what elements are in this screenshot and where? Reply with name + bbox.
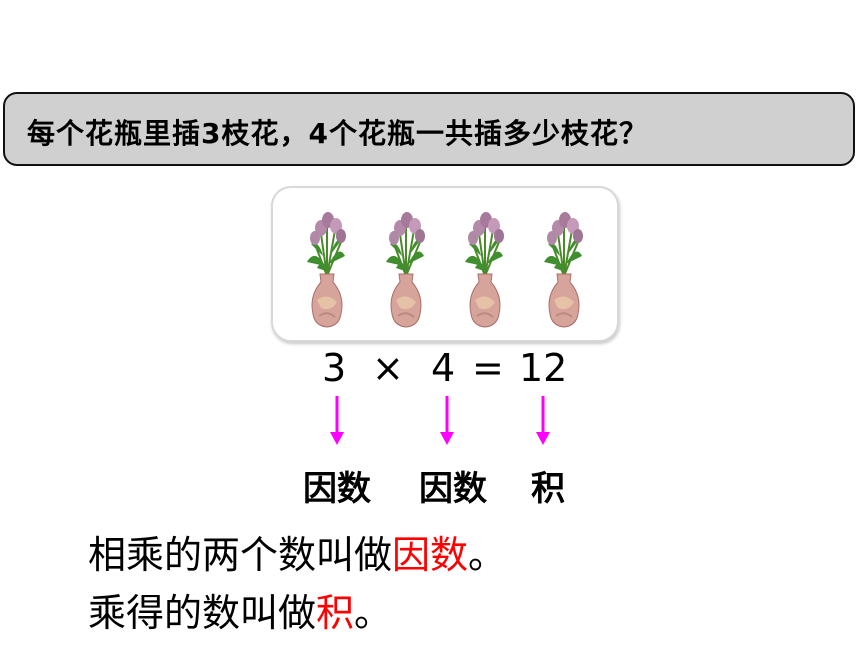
definition-period: 。 [354, 591, 393, 635]
vase-illustration-panel [271, 186, 619, 342]
times-sign: × [372, 346, 404, 390]
down-arrow-icon [440, 396, 454, 445]
factor-definition: 相乘的两个数叫做因数。 [88, 524, 506, 579]
question-text: 每个花瓶里插3枝花，4个花瓶一共插多少枝花？ [27, 117, 648, 150]
definition-text: 乘得的数叫做 [88, 591, 317, 635]
product-label: 积 [531, 469, 565, 509]
flower-vase-image [465, 212, 504, 328]
factor1-number: 3 [322, 346, 347, 390]
down-arrow-icon [330, 396, 344, 445]
product-number: 12 [519, 346, 568, 390]
factor1-label: 因数 [303, 469, 371, 509]
flower-vase-image [544, 212, 583, 328]
equals-sign: = [472, 346, 504, 390]
down-arrow-icon [536, 396, 550, 445]
highlighted-term-product: 积 [316, 591, 355, 635]
definition-text: 相乘的两个数叫做 [88, 533, 393, 577]
question-banner: 每个花瓶里插3枝花，4个花瓶一共插多少枝花？ [3, 92, 855, 166]
flower-vase-image [307, 212, 346, 328]
highlighted-term-factor: 因数 [392, 533, 469, 577]
definition-period: 。 [468, 533, 507, 577]
flower-vase-image [386, 212, 425, 328]
factor2-label: 因数 [419, 469, 487, 509]
factor2-number: 4 [431, 346, 456, 390]
product-definition: 乘得的数叫做积。 [88, 582, 392, 637]
